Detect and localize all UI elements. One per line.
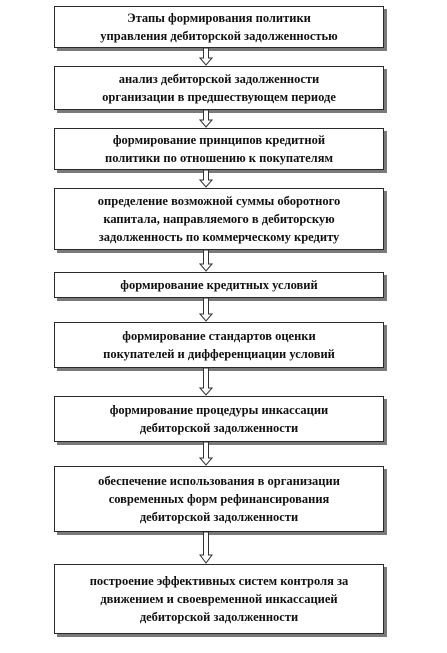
down-arrow-icon [199, 298, 213, 322]
step-4-line-1: формирование кредитных условий [120, 278, 318, 292]
flowchart-step-2: формирование принципов кредитной политик… [54, 128, 384, 170]
step-5-line-1: формирование стандартов оценки [122, 329, 316, 343]
down-arrow-icon [199, 250, 213, 272]
flowchart-step-4: формирование кредитных условий [54, 272, 384, 298]
step-3-line-3: задолженность по коммерческому кредиту [98, 230, 340, 244]
step-8-line-3: дебиторской задолженности [139, 610, 299, 624]
step-6-line-2: дебиторской задолженности [139, 421, 299, 435]
step-6-line-1: формирование процедуры инкассации [109, 403, 329, 417]
title-line-1: Этапы формирования политики [127, 11, 311, 25]
flowchart-step-8: построение эффективных систем контроля з… [54, 564, 384, 634]
step-7-line-1: обеспечение использования в организации [98, 474, 340, 488]
step-3-line-1: определение возможной суммы оборотного [97, 194, 341, 208]
down-arrow-icon [199, 170, 213, 188]
flowchart-step-7: обеспечение использования в организации … [54, 466, 384, 532]
down-arrow-icon [199, 110, 213, 128]
step-2-line-1: формирование принципов кредитной [112, 133, 326, 147]
down-arrow-icon [199, 368, 213, 396]
step-8-line-1: построение эффективных систем контроля з… [89, 574, 349, 588]
step-1-line-2: организации в предшествующем периоде [102, 90, 336, 104]
flowchart-step-1: анализ дебиторской задолженности организ… [54, 66, 384, 110]
step-8-line-2: движением и своевременной инкассацией [100, 592, 338, 606]
flowchart-step-6: формирование процедуры инкассации дебито… [54, 396, 384, 442]
down-arrow-icon [199, 48, 213, 66]
step-7-line-2: современных форм рефинансирования [108, 492, 330, 506]
step-1-line-1: анализ дебиторской задолженности [118, 72, 320, 86]
step-2-line-2: политики по отношению к покупателям [105, 151, 333, 165]
down-arrow-icon [199, 532, 213, 564]
title-line-2: управления дебиторской задолженностью [100, 29, 338, 43]
flowchart-title-box: Этапы формирования политики управления д… [54, 6, 384, 48]
flowchart-step-5: формирование стандартов оценки покупател… [54, 322, 384, 368]
down-arrow-icon [199, 442, 213, 466]
step-7-line-3: дебиторской задолженности [139, 510, 299, 524]
step-5-line-2: покупателей и дифференциации условий [103, 347, 335, 361]
step-3-line-2: капитала, направляемого в дебиторскую [103, 212, 335, 226]
flowchart-step-3: определение возможной суммы оборотного к… [54, 188, 384, 250]
